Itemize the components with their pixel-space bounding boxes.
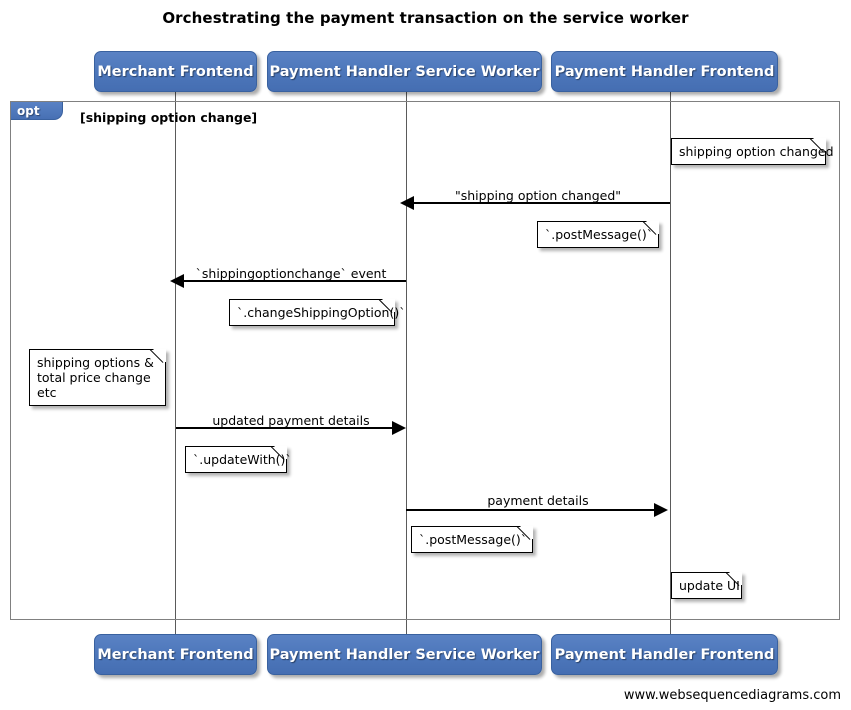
note-text: `.updateWith()` xyxy=(193,452,292,467)
lifeline-payment-handler-service-worker-bottom xyxy=(406,620,407,634)
note-text: `.postMessage()` xyxy=(419,532,528,547)
note-change-shipping-option: `.changeShippingOption()` xyxy=(229,299,405,326)
note-text: shipping options & total price change et… xyxy=(37,355,158,400)
note-fold-icon xyxy=(729,572,742,585)
note-post-message-1: `.postMessage()` xyxy=(537,221,659,248)
arrow-head-left-icon xyxy=(400,196,414,210)
opt-fragment-frame xyxy=(10,101,840,620)
message-label-shippingoptionchange-event: `shippingoptionchange` event xyxy=(195,266,387,281)
lifeline-payment-handler-service-worker xyxy=(406,92,407,620)
note-fold-icon xyxy=(382,299,395,312)
participant-payment-handler-service-worker-bottom[interactable]: Payment Handler Service Worker xyxy=(267,634,542,675)
participant-payment-handler-frontend-bottom[interactable]: Payment Handler Frontend xyxy=(551,634,778,675)
lifeline-merchant-frontend-bottom xyxy=(175,620,176,634)
note-fold-icon xyxy=(520,526,533,539)
note-update-with: `.updateWith()` xyxy=(185,446,292,473)
note-text: shipping option changed xyxy=(679,144,834,159)
opt-fragment-condition: [shipping option change] xyxy=(80,110,258,125)
opt-fragment-tab: opt xyxy=(11,102,63,120)
note-text: `.postMessage()` xyxy=(545,227,654,242)
arrow-head-right-icon xyxy=(654,503,668,517)
participant-payment-handler-service-worker-top[interactable]: Payment Handler Service Worker xyxy=(267,51,542,92)
message-label-updated-payment-details: updated payment details xyxy=(212,413,370,428)
arrow-head-left-icon xyxy=(170,274,184,288)
note-update-ui: update UI xyxy=(671,572,742,599)
participant-label: Merchant Frontend xyxy=(97,63,254,80)
message-line-shipping-option-changed xyxy=(412,202,670,204)
message-line-updated-payment-details xyxy=(176,427,400,429)
participant-label: Payment Handler Frontend xyxy=(554,63,775,80)
note-text: `.changeShippingOption()` xyxy=(237,305,406,320)
lifeline-merchant-frontend xyxy=(175,92,176,620)
lifeline-payment-handler-frontend xyxy=(670,92,671,620)
note-fold-icon xyxy=(813,138,826,151)
arrow-head-right-icon xyxy=(392,421,406,435)
page-title: Orchestrating the payment transaction on… xyxy=(162,9,689,27)
participant-label: Payment Handler Service Worker xyxy=(269,63,540,80)
note-post-message-2: `.postMessage()` xyxy=(411,526,533,553)
message-label-payment-details: payment details xyxy=(487,493,589,508)
note-shipping-options-total-price: shipping options & total price change et… xyxy=(29,349,166,406)
participant-label: Merchant Frontend xyxy=(97,646,254,663)
message-line-payment-details xyxy=(406,509,654,511)
participant-payment-handler-frontend-top[interactable]: Payment Handler Frontend xyxy=(551,51,778,92)
note-shipping-option-changed: shipping option changed xyxy=(671,138,834,165)
note-fold-icon xyxy=(153,349,166,362)
note-text-line-1: shipping options & xyxy=(37,355,154,370)
note-text: update UI xyxy=(679,578,740,593)
participant-merchant-frontend-top[interactable]: Merchant Frontend xyxy=(94,51,257,92)
message-line-shippingoptionchange-event xyxy=(182,280,406,282)
note-fold-icon xyxy=(274,446,287,459)
participant-label: Payment Handler Service Worker xyxy=(269,646,540,663)
participant-label: Payment Handler Frontend xyxy=(554,646,775,663)
message-label-shipping-option-changed: "shipping option changed" xyxy=(454,188,621,203)
note-fold-icon xyxy=(646,221,659,234)
lifeline-payment-handler-frontend-bottom xyxy=(670,620,671,634)
participant-merchant-frontend-bottom[interactable]: Merchant Frontend xyxy=(94,634,257,675)
footer-attribution: www.websequencediagrams.com xyxy=(623,688,841,703)
note-text-line-2: total price change etc xyxy=(37,370,151,400)
